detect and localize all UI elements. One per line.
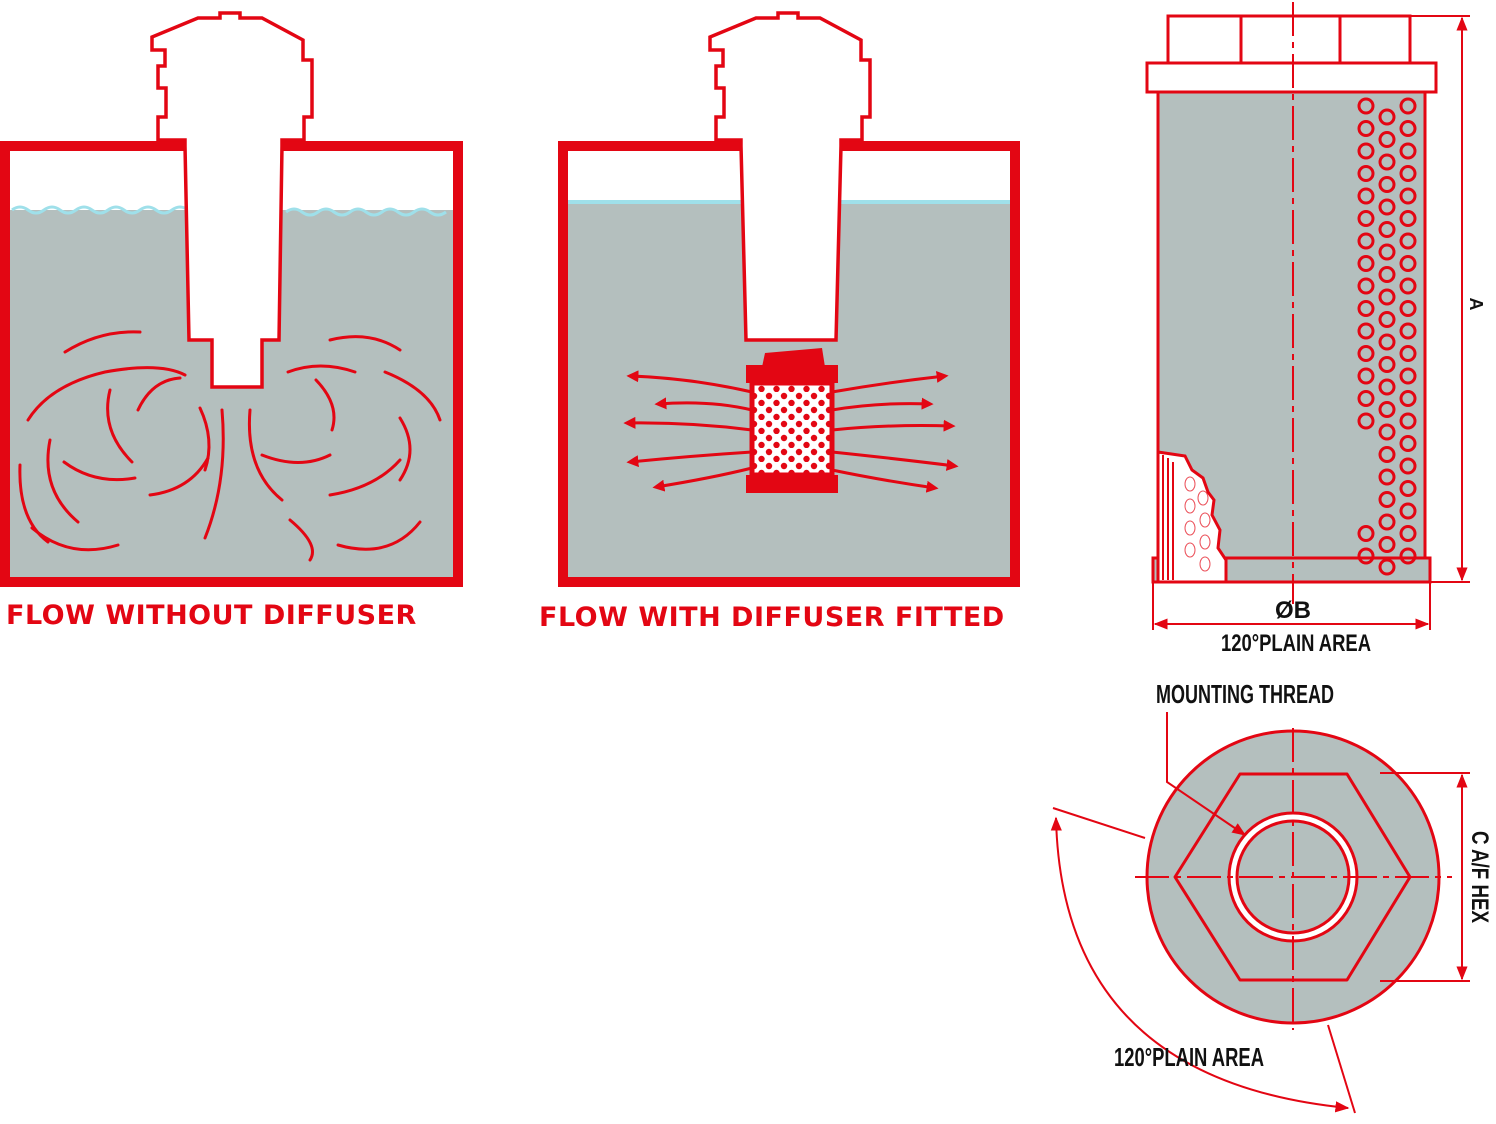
perforation-hole bbox=[1357, 142, 1375, 160]
perforation-hole bbox=[1399, 345, 1417, 362]
perforation-hole bbox=[1399, 210, 1417, 227]
perforation-hole bbox=[1378, 108, 1396, 126]
element-cutaway-holes bbox=[1184, 476, 1211, 572]
dimension-b-label: ØB bbox=[1275, 597, 1311, 624]
perforation-hole bbox=[1399, 187, 1417, 205]
diffused-flow-arrows bbox=[623, 370, 959, 493]
perforation-hole bbox=[1378, 378, 1396, 396]
perforation-hole bbox=[1378, 446, 1396, 463]
perforation-hole bbox=[1357, 412, 1375, 430]
perforation-hole bbox=[1399, 165, 1417, 182]
perforation-hole bbox=[1399, 435, 1417, 452]
element-perforations bbox=[1357, 97, 1417, 576]
perforation-hole bbox=[1357, 232, 1375, 250]
caption-with-diffuser: FLOW WITH DIFFUSER FITTED bbox=[539, 602, 1005, 633]
perforation-hole bbox=[1378, 468, 1396, 486]
perforation-hole bbox=[1357, 390, 1375, 407]
perforation-hole bbox=[1357, 255, 1375, 272]
tank-middle-wall bbox=[558, 141, 1020, 587]
tank-left-surface-waves bbox=[11, 205, 447, 217]
perforation-hole bbox=[1378, 243, 1396, 261]
perforation-hole bbox=[1357, 525, 1375, 542]
perforation-hole bbox=[1378, 288, 1396, 306]
perforation-hole bbox=[1378, 176, 1396, 193]
perforation-hole bbox=[1399, 142, 1417, 160]
perforation-hole bbox=[1357, 547, 1375, 565]
dimension-c-label: C A/F HEX bbox=[1466, 831, 1493, 923]
perforation-hole bbox=[1378, 153, 1396, 171]
perforation-hole bbox=[1378, 198, 1396, 216]
element-cutaway bbox=[1156, 450, 1228, 584]
perforation-hole bbox=[1378, 356, 1396, 373]
element-cutaway-lines bbox=[1162, 455, 1174, 580]
perforation-hole bbox=[1399, 502, 1417, 520]
perforation-hole bbox=[1399, 390, 1417, 407]
perforation-hole bbox=[1399, 547, 1417, 565]
perforation-hole bbox=[1399, 232, 1417, 250]
plain-area-arc bbox=[1050, 816, 1350, 1113]
tank-without-diffuser bbox=[0, 11, 463, 587]
perforation-hole bbox=[1399, 525, 1417, 542]
perforation-hole bbox=[1378, 513, 1396, 531]
perforation-hole bbox=[1357, 300, 1375, 317]
perforation-hole bbox=[1399, 457, 1417, 475]
mounting-thread-label: MOUNTING THREAD bbox=[1156, 679, 1334, 709]
perforation-hole bbox=[1357, 187, 1375, 205]
perforation-hole bbox=[1378, 266, 1396, 283]
perforation-hole bbox=[1357, 210, 1375, 227]
perforation-hole bbox=[1399, 322, 1417, 340]
perforation-hole bbox=[1399, 255, 1417, 272]
perforation-hole bbox=[1378, 333, 1396, 351]
element-flange bbox=[1145, 61, 1438, 94]
diffuser-element bbox=[746, 348, 838, 493]
perforation-hole bbox=[1357, 367, 1375, 385]
tank-left-inlet-pipe bbox=[150, 11, 314, 389]
plain-area-bottom-label: 120°PLAIN AREA bbox=[1114, 1042, 1264, 1072]
perforation-hole bbox=[1399, 277, 1417, 295]
element-end-view: MOUNTING THREAD C A/F HEX 120°PLAIN AREA bbox=[1050, 679, 1493, 1114]
perforation-hole bbox=[1357, 322, 1375, 340]
perforation-hole bbox=[1357, 120, 1375, 137]
perforation-hole bbox=[1399, 412, 1417, 430]
perforation-hole bbox=[1399, 97, 1417, 115]
perforation-hole bbox=[1399, 300, 1417, 317]
perforation-hole bbox=[1378, 536, 1396, 553]
perforation-hole bbox=[1378, 131, 1396, 148]
perforation-hole bbox=[1399, 120, 1417, 137]
plain-area-side-label: 120°PLAIN AREA bbox=[1221, 630, 1371, 657]
element-hex-head bbox=[1166, 14, 1412, 66]
perforation-hole bbox=[1357, 97, 1375, 115]
turbulent-flow-lines bbox=[18, 330, 442, 562]
perforation-hole bbox=[1357, 277, 1375, 295]
perforation-hole bbox=[1378, 558, 1396, 576]
perforation-hole bbox=[1399, 367, 1417, 385]
perforation-hole bbox=[1378, 423, 1396, 441]
perforation-hole bbox=[1378, 491, 1396, 508]
perforation-hole bbox=[1378, 311, 1396, 328]
perforation-hole bbox=[1378, 221, 1396, 238]
dimension-a-label: A bbox=[1466, 298, 1486, 311]
perforation-hole bbox=[1357, 345, 1375, 362]
perforation-hole bbox=[1378, 401, 1396, 418]
perforation-hole bbox=[1357, 165, 1375, 182]
tank-with-diffuser bbox=[558, 11, 1020, 587]
tank-left-wall bbox=[0, 141, 463, 587]
caption-without-diffuser: FLOW WITHOUT DIFFUSER bbox=[6, 600, 417, 631]
perforation-hole bbox=[1399, 480, 1417, 497]
tank-middle-inlet-pipe bbox=[708, 11, 872, 342]
element-side-view: A ØB 120°PLAIN AREA bbox=[1145, 2, 1486, 657]
